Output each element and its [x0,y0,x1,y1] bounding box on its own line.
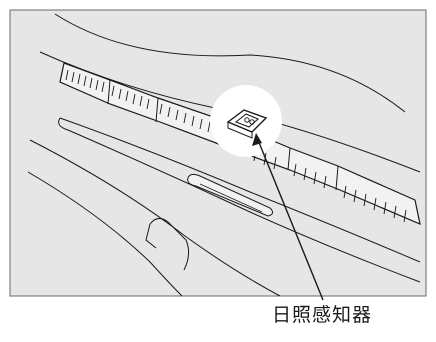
panel-lip [145,218,190,271]
sun-sensor [226,109,268,139]
dashboard-upper-body [58,117,421,283]
callout-leader-line [257,139,324,301]
center-vent-slot [187,173,274,217]
callout-arrowhead [252,133,262,146]
vent-segment-dividers [107,79,339,191]
sun-sensor-label: 日照感知器 [272,304,373,326]
dashboard-crease-left [29,139,281,297]
dashboard-lower-body [59,117,421,263]
center-vent-inner [199,183,263,213]
diagram-panel [9,9,427,297]
windshield-upper-curve [54,13,406,113]
dashboard-crease-lower [27,171,183,297]
